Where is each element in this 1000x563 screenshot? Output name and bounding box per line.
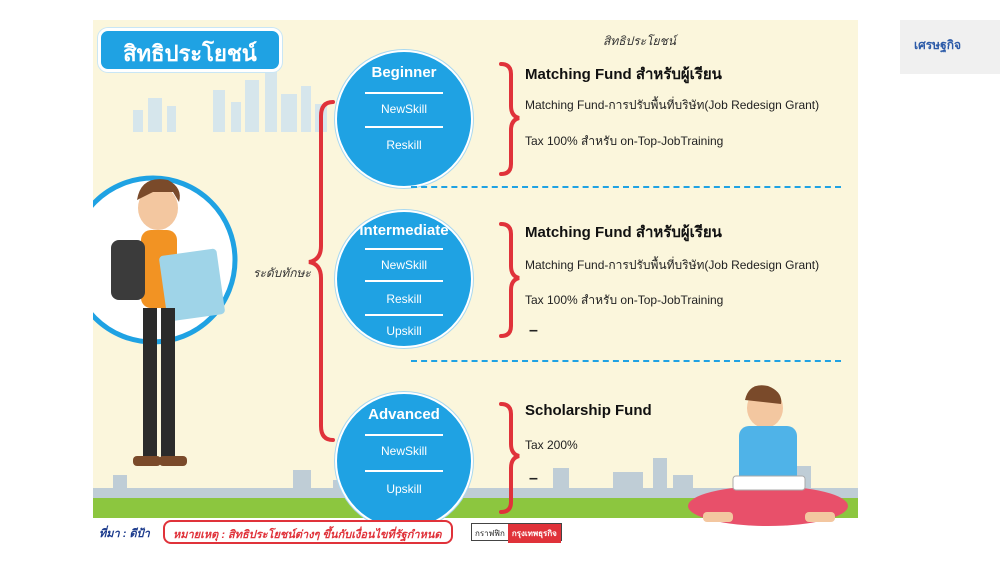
divider xyxy=(365,92,443,94)
benefit-heading: Matching Fund สำหรับผู้เรียน xyxy=(525,66,722,83)
column-caption: สิทธิประโยชน์ xyxy=(603,34,676,48)
graphic-credit: กราฟฟิกกรุงเทพธุรกิจ xyxy=(471,523,562,543)
skyline-top xyxy=(133,72,327,132)
divider xyxy=(365,470,443,472)
category-tab[interactable]: เศรษฐกิจ xyxy=(900,20,1000,74)
skill-label: NewSkill xyxy=(380,258,427,272)
standing-student xyxy=(111,179,225,466)
benefit-heading: Scholarship Fund xyxy=(525,402,652,419)
divider xyxy=(365,126,443,128)
skill-label: Reskill xyxy=(386,138,422,152)
skill-level-label: ระดับทักษะ xyxy=(253,266,311,280)
illustration-layer xyxy=(93,62,858,550)
section-separator xyxy=(411,360,841,362)
level-name: Advanced xyxy=(368,406,440,423)
intermediate-brace xyxy=(499,222,520,338)
divider xyxy=(365,280,443,282)
benefit-row: Matching Fund-การปรับพื้นที่บริษัท(Job R… xyxy=(525,98,820,112)
section-separator xyxy=(411,186,841,188)
level-circle-beginner: Beginner NewSkill Reskill xyxy=(335,50,473,188)
benefit-row: Tax 100% สำหรับ on-Top-JobTraining xyxy=(525,134,724,148)
divider xyxy=(365,314,443,316)
level-circle-advanced: Advanced NewSkill Upskill xyxy=(335,392,473,530)
skill-label: NewSkill xyxy=(380,102,427,116)
skill-label: Upskill xyxy=(386,324,422,338)
level-circle-intermediate: Intermediate NewSkill Reskill Upskill xyxy=(335,210,473,348)
sitting-student xyxy=(688,385,848,526)
remark-text: หมายเหตุ : สิทธิประโยชน์ต่างๆ ขึ้นกับเงื… xyxy=(173,529,442,541)
level-brace xyxy=(308,100,335,442)
benefit-dash: – xyxy=(529,322,538,339)
grass-strip xyxy=(93,498,858,520)
category-tab-label: เศรษฐกิจ xyxy=(914,38,961,52)
divider xyxy=(365,248,443,250)
benefit-heading: Matching Fund สำหรับผู้เรียน xyxy=(525,224,722,241)
infographic-panel: สิทธิประโยชน์ สิทธิประโยชน์ ระดับทักษะ B… xyxy=(93,20,858,550)
skill-label: Reskill xyxy=(386,292,422,306)
level-name: Intermediate xyxy=(359,222,449,239)
credit-brand: กรุงเทพธุรกิจ xyxy=(507,524,561,543)
divider xyxy=(365,434,443,436)
page-title: สิทธิประโยชน์ xyxy=(123,41,257,66)
remark-box: หมายเหตุ : สิทธิประโยชน์ต่างๆ ขึ้นกับเงื… xyxy=(163,520,453,544)
level-name: Beginner xyxy=(371,64,437,81)
benefit-row: Matching Fund-การปรับพื้นที่บริษัท(Job R… xyxy=(525,258,820,272)
credit-label: กราฟฟิก xyxy=(475,529,505,538)
benefit-row: Tax 100% สำหรับ on-Top-JobTraining xyxy=(525,293,724,307)
skill-label: NewSkill xyxy=(380,444,427,458)
advanced-brace xyxy=(499,402,520,514)
skill-label: Upskill xyxy=(386,482,422,496)
beginner-brace xyxy=(499,62,520,176)
title-banner: สิทธิประโยชน์ xyxy=(98,28,282,72)
source-credit: ที่มา : ดีป้า xyxy=(99,528,150,540)
benefit-dash: – xyxy=(529,470,538,487)
benefit-row: Tax 200% xyxy=(525,438,578,452)
